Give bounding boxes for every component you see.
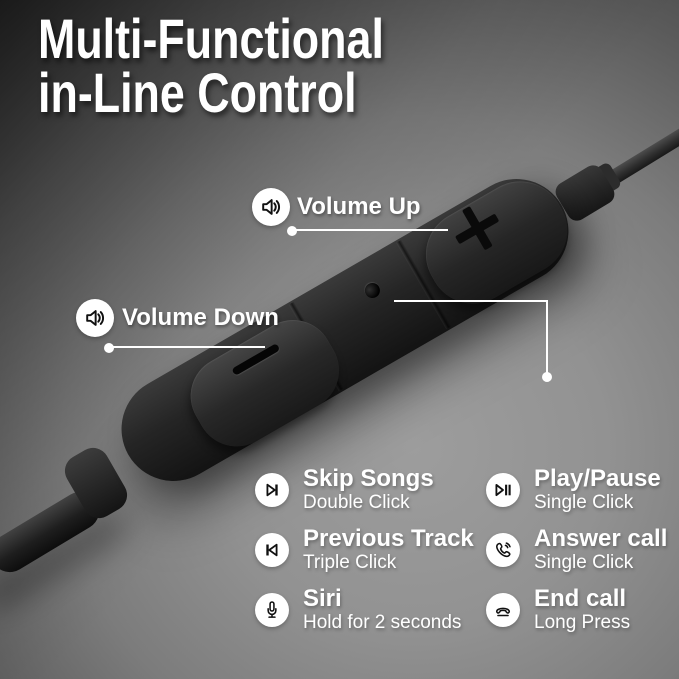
function-title: Skip Songs — [303, 465, 434, 492]
microphone-icon — [255, 593, 289, 627]
function-item-previous-track: Previous Track Triple Click — [255, 524, 474, 576]
title-line-1: Multi-Functional — [38, 7, 384, 70]
function-item-skip-songs: Skip Songs Double Click — [255, 464, 434, 516]
previous-track-icon — [255, 533, 289, 567]
function-subtitle: Double Click — [303, 492, 410, 513]
function-item-answer-call: Answer call Single Click — [486, 524, 667, 576]
volume-up-label: Volume Up — [297, 193, 421, 220]
function-subtitle: Long Press — [534, 612, 631, 633]
end-call-icon — [486, 593, 520, 627]
skip-forward-icon — [255, 473, 289, 507]
mic-pointer-line-vertical — [546, 300, 549, 374]
volume-up-speaker-icon — [252, 188, 290, 226]
volume-up-pointer-line — [292, 229, 448, 232]
page-title: Multi-Functional in-Line Control — [38, 7, 384, 124]
function-item-siri: Siri Hold for 2 seconds — [255, 584, 461, 636]
function-subtitle: Single Click — [534, 552, 634, 573]
function-title: Previous Track — [303, 525, 474, 552]
title-line-2: in-Line Control — [38, 61, 357, 124]
volume-down-speaker-icon — [76, 299, 114, 337]
function-item-end-call: End call Long Press — [486, 584, 630, 636]
function-subtitle: Triple Click — [303, 552, 397, 573]
mic-pointer-line-horizontal — [394, 300, 548, 303]
function-title: Play/Pause — [534, 465, 661, 492]
function-title: Siri — [303, 585, 342, 612]
volume-down-pointer-dot — [104, 343, 114, 353]
mic-pointer-dot — [542, 372, 552, 382]
volume-down-pointer-line — [109, 346, 265, 349]
function-item-play-pause: Play/Pause Single Click — [486, 464, 661, 516]
microphone-hole — [362, 280, 383, 301]
volume-down-label: Volume Down — [122, 304, 279, 331]
plus-mark — [445, 197, 508, 260]
volume-up-pointer-dot — [287, 226, 297, 236]
play-pause-icon — [486, 473, 520, 507]
answer-call-icon — [486, 533, 520, 567]
function-subtitle: Single Click — [534, 492, 634, 513]
function-subtitle: Hold for 2 seconds — [303, 612, 462, 633]
function-title: End call — [534, 585, 627, 612]
function-title: Answer call — [534, 525, 668, 552]
